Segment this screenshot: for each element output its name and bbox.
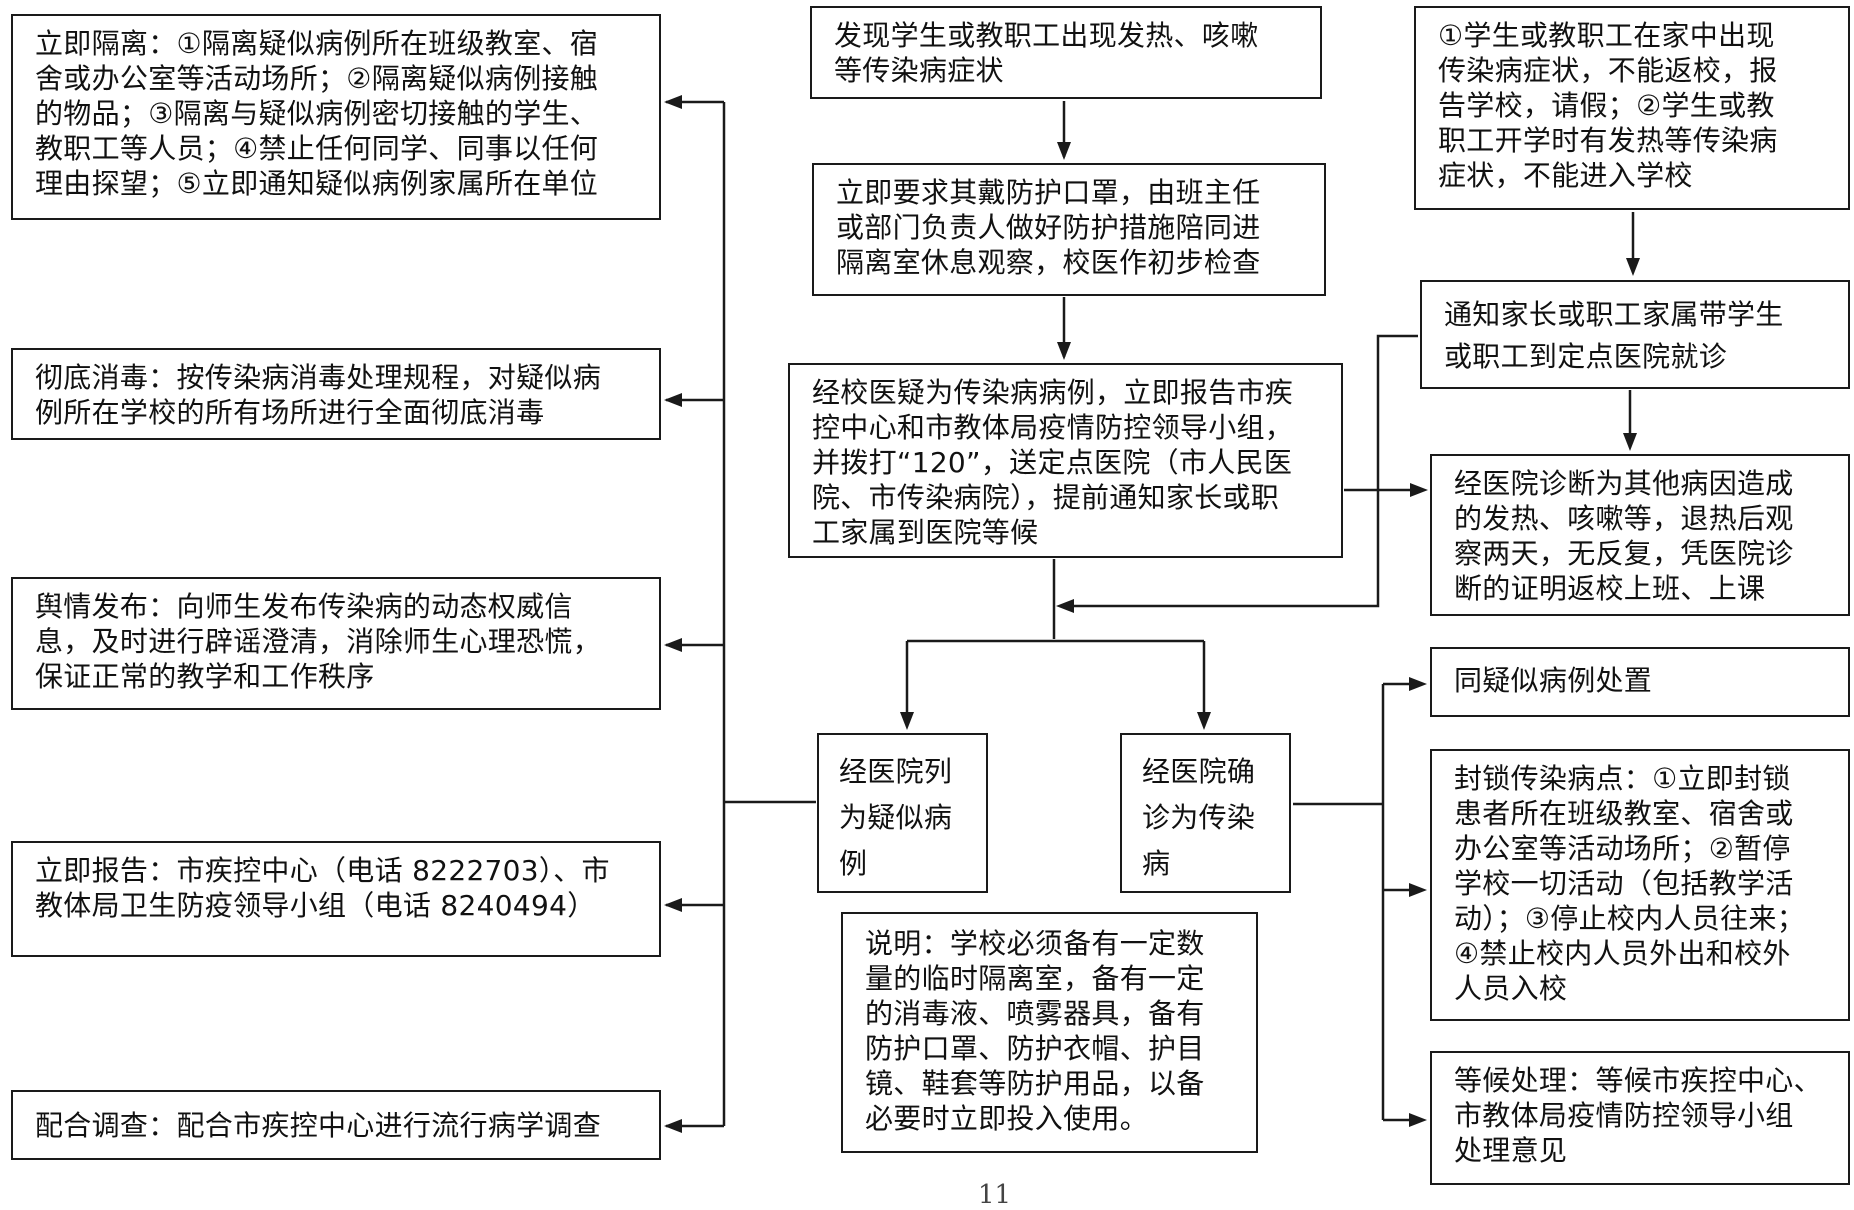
arrowhead-return-left <box>1056 599 1074 613</box>
arrowhead-disinfection <box>664 393 682 407</box>
discover-symptoms-box: 发现学生或教职工出现发热、咳嗽 等传染病症状 <box>810 6 1322 99</box>
confirmed-case-box: 经医院确 诊为传染 病 <box>1120 733 1291 893</box>
school-doctor-suspect-box: 经校医疑为传染病病例，立即报告市疾 控中心和市教体局疫情防控领导小组， 并拨打“… <box>788 363 1343 558</box>
other-disease-box: 经医院诊断为其他病因造成 的发热、咳嗽等，退热后观 察两天，无反复，凭医院诊 断… <box>1430 454 1850 616</box>
mask-and-isolate-box: 立即要求其戴防护口罩，由班主任 或部门负责人做好防护措施陪同进 隔离室休息观察，… <box>812 163 1326 296</box>
arrowhead-confirmed-case <box>1197 712 1211 730</box>
arrowhead-report <box>664 898 682 912</box>
arrowhead-suspect <box>1057 342 1071 360</box>
arrowhead-investigation <box>664 1119 682 1133</box>
investigation-box: 配合调查：配合市疾控中心进行流行病学调查 <box>11 1090 661 1160</box>
arrowhead-same-as-suspected <box>1409 677 1427 691</box>
arrowhead-await <box>1409 1113 1427 1127</box>
arrowhead-diagnosis-down <box>1623 433 1637 451</box>
arrowhead-mask <box>1057 142 1071 160</box>
note-box: 说明：学校必须备有一定数 量的临时隔离室，备有一定 的消毒液、喷雾器具，备有 防… <box>841 912 1258 1153</box>
arrowhead-notify <box>1626 258 1640 276</box>
notify-parents-box: 通知家长或职工家属带学生 或职工到定点医院就诊 <box>1420 280 1850 389</box>
disinfection-box: 彻底消毒：按传染病消毒处理规程，对疑似病 例所在学校的所有场所进行全面彻底消毒 <box>11 348 661 440</box>
arrowhead-diagnosis-right <box>1410 483 1428 497</box>
isolation-box: 立即隔离：①隔离疑似病例所在班级教室、宿 舍或办公室等活动场所；②隔离疑似病例接… <box>11 14 661 220</box>
arrowhead-suspected-case <box>900 712 914 730</box>
arrowhead-isolation <box>664 95 682 109</box>
home-symptoms-box: ①学生或教职工在家中出现 传染病症状，不能返校，报 告学校，请假；②学生或教 职… <box>1414 6 1850 210</box>
same-as-suspected-box: 同疑似病例处置 <box>1430 647 1850 717</box>
public-info-box: 舆情发布：向师生发布传染病的动态权威信 息，及时进行辟谣澄清，消除师生心理恐慌，… <box>11 577 661 710</box>
notify-return-line <box>1060 334 1418 608</box>
report-box: 立即报告：市疾控中心（电话 8222703）、市 教体局卫生防疫领导小组（电话 … <box>11 841 661 957</box>
arrowhead-lockdown <box>1409 883 1427 897</box>
await-handling-box: 等候处理：等候市疾控中心、 市教体局疫情防控领导小组 处理意见 <box>1430 1051 1850 1185</box>
arrowhead-public-info <box>664 638 682 652</box>
suspected-case-box: 经医院列 为疑似病 例 <box>817 733 988 893</box>
page-number: 11 <box>978 1180 1012 1210</box>
lockdown-box: 封锁传染病点：①立即封锁 患者所在班级教室、宿舍或 办公室等活动场所；②暂停 学… <box>1430 749 1850 1021</box>
